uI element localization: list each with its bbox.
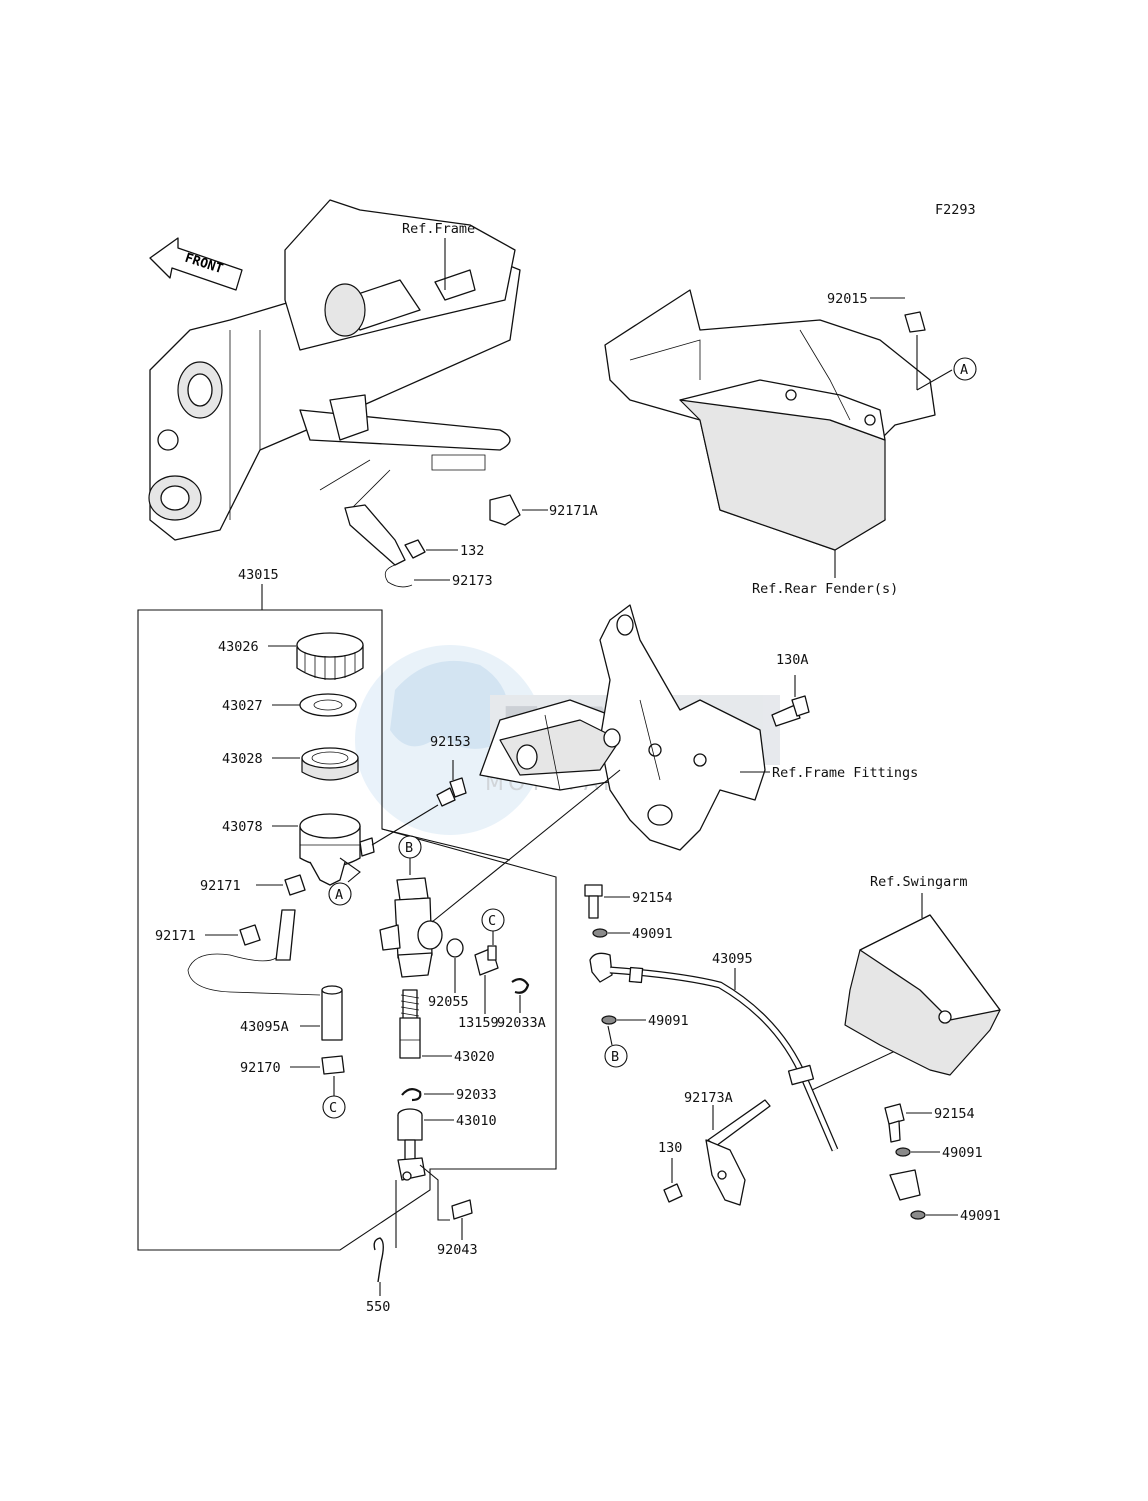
marker-c-left-label: C [329,1100,337,1116]
figure-code: F2293 [935,202,976,218]
part-label-130: 130 [658,1140,682,1156]
marker-a-bottom-label: A [335,887,343,903]
part-label-92173: 92173 [452,573,493,589]
part-label-92171-upper: 92171 [200,878,241,894]
ref-rear-fender-label: Ref.Rear Fender(s) [752,581,898,597]
part-label-92015: 92015 [827,291,868,307]
part-label-550: 550 [366,1299,390,1315]
clamp-92171-upper [284,874,306,896]
clamp-92171-lower [239,924,261,946]
part-label-92043: 92043 [437,1242,478,1258]
part-label-13159: 13159 [458,1015,499,1031]
reservoir-body [299,813,375,886]
front-arrow-icon: FRONT [149,237,243,291]
washer-49091-a [592,928,608,938]
part-label-92171-lower: 92171 [155,928,196,944]
o-ring-92055 [446,938,464,958]
swingarm-drawing [844,914,1001,1076]
rear-fender-case [604,289,936,551]
clamp-92170 [321,1055,345,1075]
master-cylinder-body [379,877,443,978]
marker-b-bottom-label: B [611,1049,619,1065]
part-label-132: 132 [460,543,484,559]
part-label-92153: 92153 [430,734,471,750]
hose-bracket-92173A [705,1099,771,1206]
part-label-92033A: 92033A [497,1015,546,1031]
part-label-43095A: 43095A [240,1019,289,1035]
brake-hose-43095 [609,966,839,1152]
marker-b-bottom [604,1044,628,1068]
pin-92043 [451,1199,473,1220]
part-label-92173A: 92173A [684,1090,733,1106]
part-label-49091-c: 49091 [942,1145,983,1161]
banjo-fitting-lower [889,1169,921,1201]
part-label-92055: 92055 [428,994,469,1010]
frame-drawing [148,199,521,541]
part-label-43028: 43028 [222,751,263,767]
assembly-43015-outline [137,609,557,1251]
part-label-92154-upper: 92154 [632,890,673,906]
hose-elbow [275,909,296,961]
banjo-fitting-upper [589,952,613,983]
marker-a-bottom [328,882,352,906]
marker-c-right-label: C [488,913,496,929]
ref-swingarm-label: Ref.Swingarm [870,874,968,890]
marker-a-top [953,357,977,381]
reservoir-cap [296,632,364,680]
circlip-92033 [401,1088,422,1102]
cotter-pin-550 [373,1237,384,1283]
diaphragm-plate [299,693,357,717]
part-label-43027: 43027 [222,698,263,714]
piston-spring-43020 [399,989,421,1059]
part-label-43026: 43026 [218,639,259,655]
ref-frame-label: Ref.Frame [402,221,475,237]
part-label-92154-lower: 92154 [934,1106,975,1122]
washer-49091-b [601,1015,617,1025]
part-label-92033: 92033 [456,1087,497,1103]
part-label-43010: 43010 [456,1113,497,1129]
banjo-bolt-92154-lower [884,1103,905,1125]
washer-49091-d [910,1210,926,1220]
marker-a-top-label: A [960,362,968,378]
part-label-49091-a: 49091 [632,926,673,942]
part-label-92170: 92170 [240,1060,281,1076]
part-label-43078: 43078 [222,819,263,835]
marker-c-left [322,1095,346,1119]
ref-frame-fittings-label: Ref.Frame Fittings [772,765,918,781]
part-label-43020: 43020 [454,1049,495,1065]
part-label-43095: 43095 [712,951,753,967]
hose-43095A [321,989,343,1041]
washer-49091-c [895,1147,911,1157]
part-label-49091-b: 49091 [648,1013,689,1029]
part-label-92171A: 92171A [549,503,598,519]
marker-b-top-label: B [405,840,413,856]
part-label-49091-d: 49091 [960,1208,1001,1224]
part-label-130A: 130A [776,652,809,668]
bracket-group [344,494,521,588]
diaphragm [301,747,359,781]
push-rod-43010 [397,1108,426,1181]
banjo-bolt-92154-upper [584,884,603,897]
part-label-43015: 43015 [238,567,279,583]
bolt-92153 [436,787,456,807]
frame-fittings-bracket [479,604,766,851]
bolt-130 [663,1183,683,1203]
